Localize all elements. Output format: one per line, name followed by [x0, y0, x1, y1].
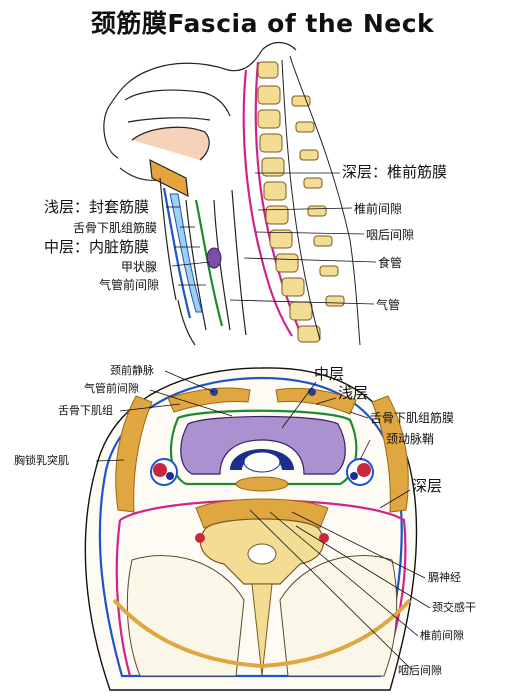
sagittal-soft-tissue [169, 193, 222, 313]
infrahyoid-band [169, 193, 203, 313]
label-esophagus: 食管 [378, 256, 403, 270]
thyroid-sagittal [206, 247, 222, 269]
trachea-ring [230, 449, 294, 470]
vertebral-artery-left [195, 533, 205, 543]
label-superficial-layer-cross: 浅层 [338, 384, 369, 402]
nasal-cavity [124, 89, 231, 117]
label-infrahyoid-fascia-cross: 舌骨下肌组筋膜 [370, 411, 455, 425]
label-superficial-layer: 浅层：封套筋膜 [44, 198, 150, 216]
label-retropharyngeal-space-cross: 咽后间隙 [398, 664, 442, 677]
label-prevertebral-space-sagittal: 椎前间隙 [354, 202, 403, 216]
scm-right [371, 395, 409, 513]
superficial-fascia-line [162, 187, 192, 319]
label-phrenic-nerve: 膈神经 [428, 571, 461, 584]
spinous-process [251, 583, 273, 677]
trachea-lumen [243, 451, 281, 473]
thyroid-gland [180, 415, 346, 475]
face-outline [103, 49, 263, 159]
skull-back [261, 41, 297, 51]
esophagus [235, 476, 289, 492]
spinal-canal [281, 59, 321, 341]
trachea-front [185, 199, 207, 331]
tongue [131, 126, 210, 161]
neck-front-skin [159, 177, 177, 301]
palate [127, 117, 211, 123]
label-retropharyngeal-space-sagittal: 咽后间隙 [366, 228, 415, 242]
label-sternocleidomastoid: 胸锁乳突肌 [14, 454, 69, 467]
trapezius [112, 598, 412, 669]
spinal-cord [247, 543, 277, 565]
label-infrahyoid-muscles: 舌骨下肌组 [58, 404, 113, 417]
label-prevertebral-space-cross: 椎前间隙 [420, 629, 464, 642]
sternum [177, 299, 196, 346]
label-infrahyoid-fascia: 舌骨下肌组筋膜 [73, 221, 158, 235]
larynx [149, 158, 189, 198]
vertebral-artery-right [319, 533, 329, 543]
esophagus-line [231, 189, 247, 336]
label-deep-layer-cross: 深层 [412, 477, 443, 495]
label-thyroid: 甲状腺 [121, 260, 158, 274]
scm-left [115, 395, 153, 513]
label-middle-layer-cross: 中层 [314, 365, 345, 383]
carotid-sheath-right [346, 458, 374, 486]
deep-fascia-line [242, 69, 293, 337]
label-middle-layer: 中层：内脏筋膜 [44, 238, 150, 256]
label-deep-layer: 深层：椎前筋膜 [342, 163, 448, 181]
back-muscles-right [279, 555, 398, 677]
page-title: 颈筋膜Fascia of the Neck [90, 9, 435, 38]
carotid-sheath-left [150, 458, 178, 486]
cross-leaders [95, 370, 431, 671]
cervical-vertebrae [257, 61, 345, 343]
sagittal-leaders [166, 172, 377, 305]
cross-section [84, 367, 418, 691]
back-skin [289, 55, 361, 346]
label-pretracheal-space-cross: 气管前间隙 [84, 382, 139, 395]
label-pretracheal-space-sagittal: 气管前间隙 [99, 278, 160, 292]
anterior-jugular-right [308, 388, 316, 396]
infrahyoid-left [167, 387, 251, 413]
label-trachea: 气管 [376, 298, 401, 312]
label-sympathetic-trunk: 颈交感干 [432, 601, 476, 614]
infrahyoid-right [275, 388, 357, 415]
back-muscles-left [126, 555, 245, 677]
label-carotid-sheath: 颈动脉鞘 [386, 432, 435, 446]
label-anterior-jugular-vein: 颈前静脉 [110, 364, 154, 377]
